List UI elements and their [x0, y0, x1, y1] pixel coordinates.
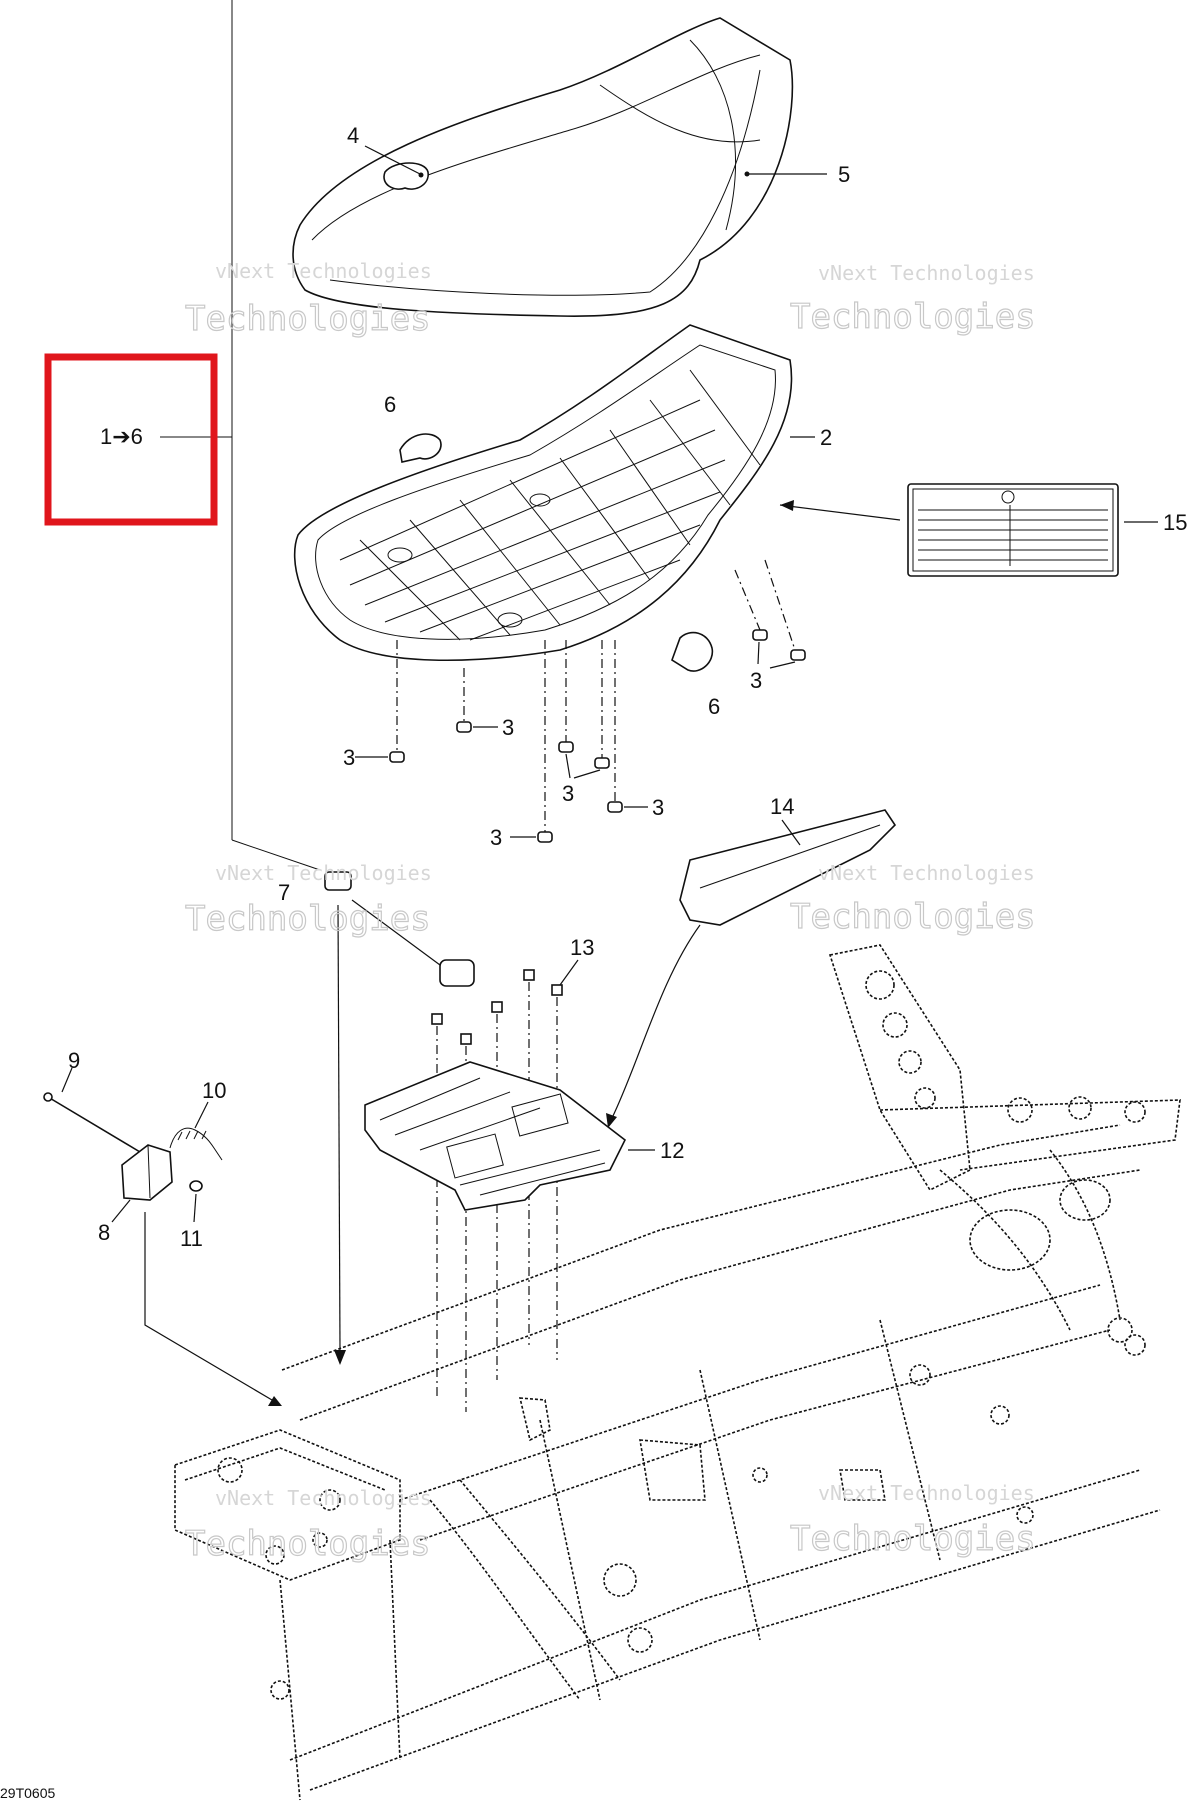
pin-9 — [47, 1096, 141, 1153]
grommet-7 — [324, 871, 352, 891]
callout-3-e: 3 — [652, 795, 664, 820]
leader-4-dot — [418, 172, 424, 178]
callout-11: 11 — [180, 1226, 203, 1251]
callout-3-b: 3 — [502, 715, 514, 740]
leader-assembly-bottom — [231, 839, 321, 871]
svg-text:Technologies: Technologies — [790, 897, 1036, 937]
watermark-5: vNext Technologies Technologies — [184, 1486, 432, 1565]
callout-6-upper: 6 — [384, 392, 396, 417]
leader-7-down — [337, 904, 341, 1351]
leader-10 — [194, 1101, 209, 1129]
leader-11 — [193, 1193, 197, 1223]
grommet-7-detail — [439, 959, 475, 987]
callout-4: 4 — [347, 123, 359, 148]
leader-3-d2 — [573, 769, 601, 779]
svg-text:Technologies: Technologies — [185, 299, 431, 339]
svg-text:Technologies: Technologies — [185, 899, 431, 939]
callout-9: 9 — [68, 1048, 80, 1073]
watermark-3: vNext Technologies Technologies — [184, 861, 432, 940]
leader-8-to-frame — [144, 1212, 273, 1401]
arrow-15 — [780, 500, 794, 511]
vehicle-frame — [174, 944, 1181, 1801]
callout-13: 13 — [570, 935, 594, 960]
vehicle-label — [907, 483, 1119, 577]
seat-cover — [292, 17, 794, 317]
callout-3-c: 3 — [490, 825, 502, 850]
watermark-4: vNext Technologies Technologies — [789, 861, 1036, 938]
callout-15: 15 — [1163, 510, 1187, 535]
callout-3-d: 3 — [562, 781, 574, 806]
svg-text:Technologies: Technologies — [790, 297, 1036, 337]
grommets — [389, 559, 806, 843]
clip-upper — [399, 433, 442, 463]
callout-14: 14 — [770, 794, 794, 819]
svg-text:vNext Technologies: vNext Technologies — [215, 259, 432, 283]
callout-range: 1➔6 — [100, 424, 143, 449]
callout-8: 8 — [98, 1220, 110, 1245]
seat-emblem — [383, 162, 429, 190]
arrow-7 — [334, 1350, 346, 1365]
leader-7 — [351, 899, 441, 966]
callout-12: 12 — [660, 1138, 684, 1163]
callout-10: 10 — [202, 1078, 226, 1103]
spring-10 — [169, 1127, 223, 1161]
drawing-code: 29T0605 — [0, 1785, 55, 1801]
skid-plate — [364, 1061, 627, 1211]
watermark-1: vNext Technologies Technologies — [184, 259, 432, 340]
callout-3-a: 3 — [343, 745, 355, 770]
callout-5: 5 — [838, 162, 850, 187]
leader-3-f2 — [769, 661, 796, 669]
latch-8 — [121, 1144, 173, 1201]
svg-text:vNext Technologies: vNext Technologies — [818, 261, 1035, 285]
leader-13 — [559, 959, 579, 986]
svg-text:vNext Technologies: vNext Technologies — [215, 1486, 432, 1510]
leader-15-arrow — [779, 504, 901, 521]
heat-shield-edge — [699, 824, 881, 889]
spring-10-coils — [177, 1130, 207, 1141]
washer-11 — [189, 1180, 203, 1192]
leader-3-f1 — [757, 641, 760, 665]
svg-text:Technologies: Technologies — [790, 1519, 1036, 1559]
svg-text:vNext Technologies: vNext Technologies — [215, 861, 432, 885]
callout-6-lower: 6 — [708, 694, 720, 719]
watermark-2: vNext Technologies Technologies — [789, 261, 1036, 338]
clip-lower — [671, 631, 714, 672]
seat-base — [293, 324, 793, 662]
svg-text:vNext Technologies: vNext Technologies — [818, 861, 1035, 885]
arrow-14 — [606, 1113, 617, 1128]
highlight-box — [44, 353, 218, 526]
pin-9-head — [43, 1092, 53, 1102]
leader-8 — [111, 1199, 131, 1223]
leader-5-dot — [744, 171, 750, 177]
arrow-8 — [268, 1396, 282, 1406]
watermark-6: vNext Technologies Technologies — [789, 1481, 1036, 1560]
leader-4 — [364, 145, 421, 175]
leader-3-d1 — [565, 753, 571, 779]
latch-8-edge — [147, 1144, 151, 1199]
svg-text:vNext Technologies: vNext Technologies — [818, 1481, 1035, 1505]
callout-7: 7 — [278, 880, 290, 905]
leader-14-to-12 — [611, 924, 701, 1119]
callout-3-f: 3 — [750, 668, 762, 693]
callout-2: 2 — [820, 425, 832, 450]
leader-9 — [61, 1067, 73, 1093]
leader-14 — [781, 819, 801, 846]
svg-text:Technologies: Technologies — [185, 1524, 431, 1564]
